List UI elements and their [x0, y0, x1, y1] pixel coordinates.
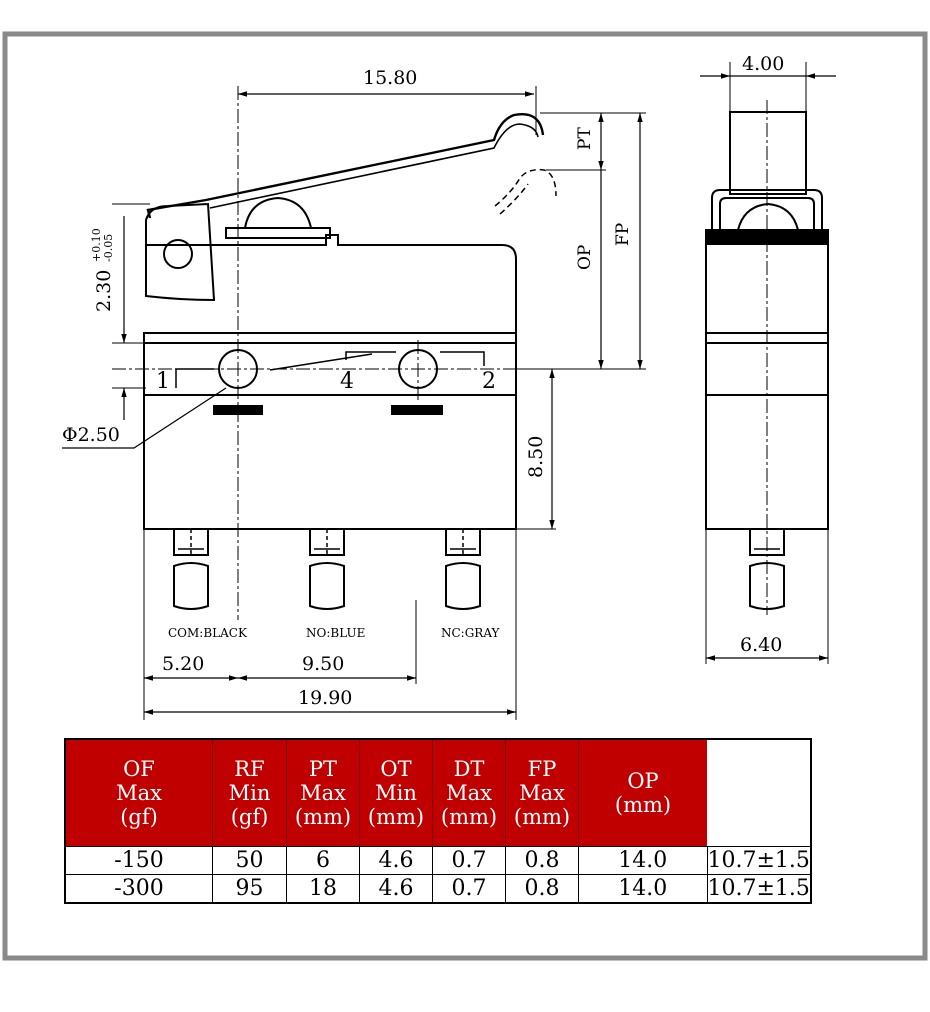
dim-6-40: 6.40 — [740, 634, 782, 656]
dim-pt: PT — [575, 127, 595, 150]
cell-of-2: 50 — [212, 846, 287, 875]
dim-2-30: 2.30 — [93, 270, 115, 312]
front-view — [143, 113, 557, 610]
cell-fp: 14.0 — [578, 846, 708, 875]
dim-4-00: 4.00 — [742, 53, 784, 75]
dim-2-30-tol-upper: +0.10 — [90, 228, 103, 262]
dimension-lines — [62, 91, 643, 715]
table-row: -150 50 6 4.6 0.7 0.8 14.0 10.7±1.5 — [64, 846, 812, 875]
dim-op: OP — [575, 245, 595, 270]
cell-pt: 4.6 — [359, 874, 433, 904]
cell-rf: 6 — [286, 846, 360, 875]
terminal-4: 4 — [340, 369, 354, 394]
dim-8-50: 8.50 — [525, 436, 547, 478]
center-lines — [112, 86, 520, 620]
cell-op: 10.7±1.5 — [706, 874, 812, 904]
dim-fp: FP — [613, 223, 633, 246]
cell-rf: 18 — [286, 874, 360, 904]
wire-no-label: NO:BLUE — [306, 626, 365, 640]
outer-border — [2, 31, 928, 961]
cell-of-2: 95 — [212, 874, 287, 904]
dim-19-90: 19.90 — [298, 687, 352, 709]
dim-hole-dia: Φ2.50 — [62, 424, 120, 446]
cell-dt: 0.8 — [505, 846, 579, 875]
dim-9-50: 9.50 — [302, 653, 344, 675]
cell-pt: 4.6 — [359, 846, 433, 875]
cell-fp: 14.0 — [578, 874, 708, 904]
cell-ot: 0.7 — [432, 874, 506, 904]
dim-5-20: 5.20 — [162, 653, 204, 675]
dim-15-80: 15.80 — [363, 67, 417, 89]
cell-dt: 0.8 — [505, 874, 579, 904]
side-view-lines — [700, 62, 836, 664]
wire-nc-label: NC:GRAY — [441, 626, 501, 640]
cell-op: 10.7±1.5 — [706, 846, 812, 875]
dim-2-30-tol-lower: -0.05 — [102, 234, 115, 262]
cell-of: -150 — [64, 846, 213, 875]
cell-ot: 0.7 — [432, 846, 506, 875]
extension-lines — [112, 86, 646, 720]
terminal-labels: 1 4 2 COM:BLACK NO:BLUE NC:GRAY — [156, 369, 501, 640]
terminal-1: 1 — [156, 369, 170, 394]
table-row: -300 95 18 4.6 0.7 0.8 14.0 10.7±1.5 — [64, 874, 812, 904]
header-op: OP(mm) — [578, 739, 707, 847]
terminal-2: 2 — [482, 369, 496, 394]
cell-of: -300 — [64, 874, 213, 904]
wire-markings — [178, 529, 476, 555]
wire-com-label: COM:BLACK — [168, 626, 248, 640]
dimension-labels: 15.80 PT FP OP 2.30 +0.10 -0.05 Φ2.50 8.… — [62, 53, 784, 709]
